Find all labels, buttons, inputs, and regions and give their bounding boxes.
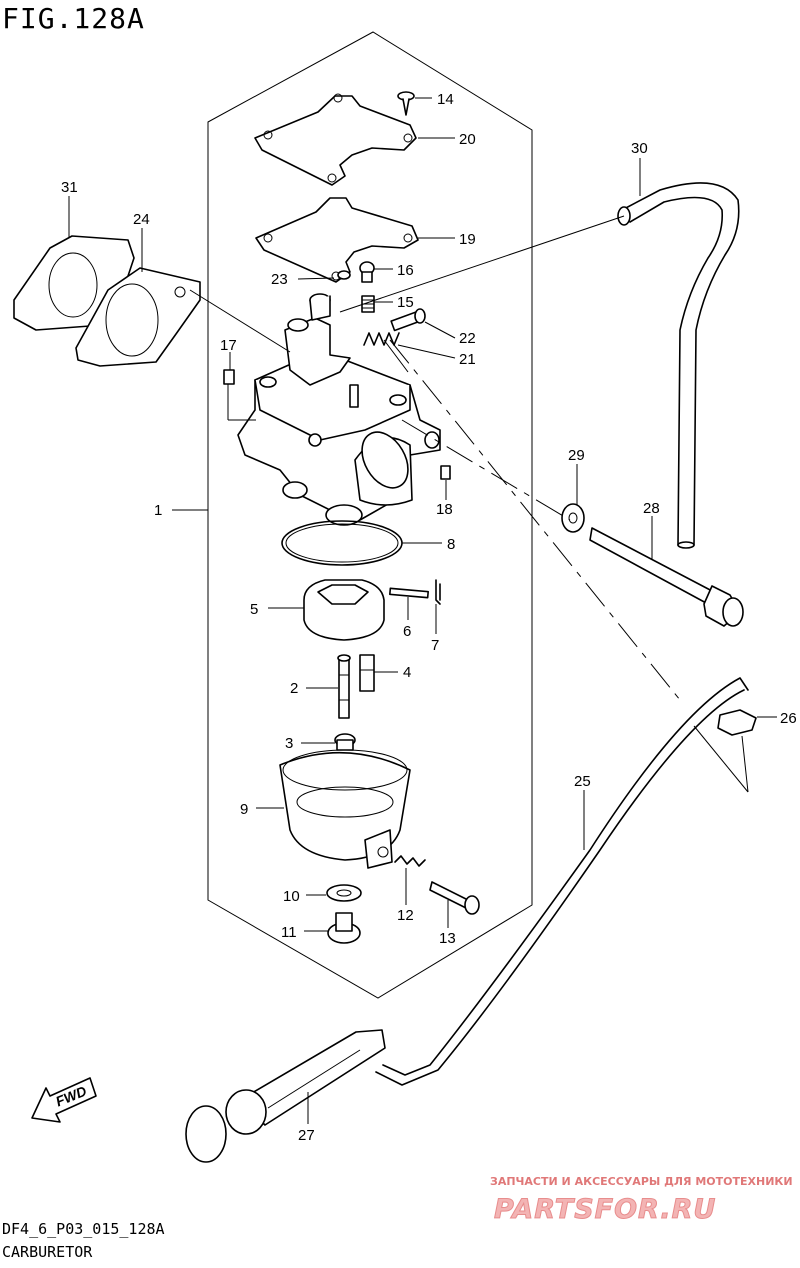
part-20-plate: [254, 93, 417, 186]
part-21-spring: [363, 332, 400, 346]
part-27-choke-knob: [185, 1029, 386, 1163]
part-4-needle-valve: [359, 654, 375, 692]
part-6-pin: [389, 587, 429, 599]
part-29-washer: [561, 503, 585, 533]
callout-28: 28: [643, 500, 660, 517]
part-5-float: [303, 579, 385, 641]
callout-5: 5: [250, 601, 258, 618]
part-11-drain-screw: [327, 912, 361, 944]
part-25-choke-rod: [375, 677, 749, 1086]
callout-17: 17: [220, 337, 237, 354]
callout-31: 31: [61, 179, 78, 196]
callout-13: 13: [439, 930, 456, 947]
part-3-main-jet: [334, 733, 356, 751]
part-8-o-ring: [281, 520, 403, 566]
callout-7: 7: [431, 637, 439, 654]
part-24-gasket: [75, 267, 201, 367]
callout-24: 24: [133, 211, 150, 228]
part-12-spring: [394, 855, 426, 867]
part-15-spring: [361, 295, 375, 313]
callout-6: 6: [403, 623, 411, 640]
callout-21: 21: [459, 351, 476, 368]
part-18-pin: [440, 465, 451, 480]
callout-9: 9: [240, 801, 248, 818]
callout-15: 15: [397, 294, 414, 311]
callout-4: 4: [403, 664, 411, 681]
callout-12: 12: [397, 907, 414, 924]
callout-16: 16: [397, 262, 414, 279]
part-26-clip: [717, 709, 757, 736]
callout-8: 8: [447, 536, 455, 553]
part-30-fuel-hose: [617, 182, 740, 549]
callout-1: 1: [154, 502, 162, 519]
part-22-screw: [390, 308, 426, 332]
part-23-screw: [337, 270, 351, 280]
callout-10: 10: [283, 888, 300, 905]
part-10-washer: [326, 884, 362, 902]
part-28-bolt: [589, 527, 744, 627]
figure-title: FIG.128A: [2, 2, 145, 35]
callout-19: 19: [459, 231, 476, 248]
callout-18: 18: [436, 501, 453, 518]
callout-2: 2: [290, 680, 298, 697]
callout-26: 26: [780, 710, 797, 727]
callout-14: 14: [437, 91, 454, 108]
part-7-clip: [435, 579, 441, 605]
callout-11: 11: [281, 924, 297, 941]
watermark-logo: PARTSFOR.RU: [494, 1194, 716, 1225]
callout-leaders: [68, 97, 777, 1124]
callout-22: 22: [459, 330, 476, 347]
part-17-pin: [223, 369, 235, 385]
fwd-arrow-icon: FWD: [31, 1077, 97, 1123]
callout-20: 20: [459, 131, 476, 148]
part-16-screw: [359, 261, 375, 283]
part-14-screw: [397, 91, 415, 116]
callout-23: 23: [271, 271, 288, 288]
diagram-code: DF4_6_P03_015_128A: [2, 1220, 165, 1238]
callout-29: 29: [568, 447, 585, 464]
part-1-carburetor-body: [237, 293, 441, 526]
part-9-float-bowl: [279, 749, 411, 869]
watermark-tagline: ЗАПЧАСТИ И АКСЕССУАРЫ ДЛЯ МОТОТЕХНИКИ: [490, 1175, 793, 1188]
diagram-name: CARBURETOR: [2, 1243, 93, 1261]
part-19-gasket: [255, 197, 419, 283]
callout-3: 3: [285, 735, 293, 752]
part-13-screw: [429, 881, 480, 915]
callout-25: 25: [574, 773, 591, 790]
callout-27: 27: [298, 1127, 315, 1144]
callout-30: 30: [631, 140, 648, 157]
part-2-jet: [337, 654, 351, 719]
assembly-frame: [207, 31, 533, 999]
